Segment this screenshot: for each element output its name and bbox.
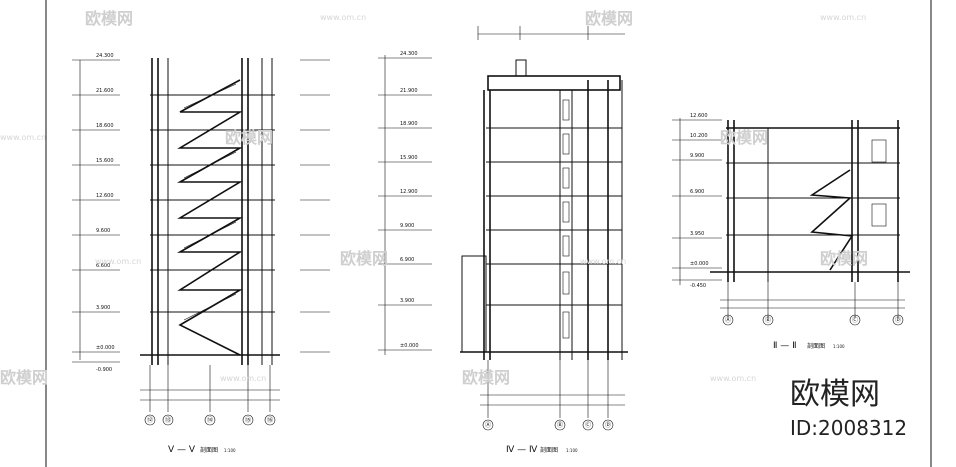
svg-text:欧模网: 欧模网 xyxy=(340,249,388,268)
svg-text:欧模网: 欧模网 xyxy=(225,128,273,147)
svg-text:6.900: 6.900 xyxy=(400,257,414,263)
stair-flights-v xyxy=(176,79,244,356)
svg-text:Ⓑ: Ⓑ xyxy=(557,421,563,429)
svg-text:Ⓐ: Ⓐ xyxy=(725,316,731,324)
section-v-title: V — V 剖面图 1:100 xyxy=(168,445,236,455)
svg-text:剖面图: 剖面图 xyxy=(540,446,558,454)
svg-text:www.om.cn: www.om.cn xyxy=(95,257,141,266)
svg-text:www.om.cn: www.om.cn xyxy=(580,257,626,266)
svg-text:Ⓓ: Ⓓ xyxy=(895,316,901,324)
svg-text:剖面图: 剖面图 xyxy=(807,342,825,350)
svg-text:⑯: ⑯ xyxy=(267,416,273,424)
watermark-layer: 欧模网 www.om.cn 欧模网 www.om.cn 欧模网 欧模网 www.… xyxy=(0,9,868,387)
svg-text:V — V: V — V xyxy=(168,445,196,455)
svg-text:24.300: 24.300 xyxy=(96,53,114,59)
section-iv-axes: Ⓐ Ⓑ Ⓒ Ⓓ xyxy=(482,419,614,431)
svg-text:www.om.cn: www.om.cn xyxy=(220,374,266,383)
section-ii-levels: 12.600 10.200 9.900 6.900 3.950 ±0.000 -… xyxy=(690,113,709,289)
section-iv-title: Ⅳ — Ⅳ 剖面图 1:100 xyxy=(506,445,578,455)
section-iv-levels: 24.300 21.900 18.900 15.900 12.900 9.900… xyxy=(400,51,419,349)
stair-flights-ii xyxy=(809,169,854,271)
svg-text:⑭: ⑭ xyxy=(207,416,213,424)
svg-text:欧模网: 欧模网 xyxy=(0,368,48,387)
svg-text:15.600: 15.600 xyxy=(96,158,114,164)
svg-text:10.200: 10.200 xyxy=(690,133,708,139)
svg-text:-0.900: -0.900 xyxy=(96,367,112,373)
svg-text:6.900: 6.900 xyxy=(690,189,704,195)
section-ii-drawing xyxy=(672,118,910,318)
section-ii-title: Ⅱ — Ⅱ 剖面图 1:100 xyxy=(773,341,845,351)
svg-text:6.600: 6.600 xyxy=(96,263,110,269)
section-v-axes: ⑫ ⑬ ⑭ ⑮ ⑯ xyxy=(144,414,276,426)
svg-text:12.600: 12.600 xyxy=(690,113,708,119)
svg-text:欧模网: 欧模网 xyxy=(720,128,768,147)
svg-text:18.900: 18.900 xyxy=(400,121,418,127)
svg-text:1:100: 1:100 xyxy=(833,344,845,349)
svg-text:Ⓒ: Ⓒ xyxy=(852,316,858,324)
svg-text:www.om.cn: www.om.cn xyxy=(0,133,46,142)
svg-text:⑫: ⑫ xyxy=(147,416,153,424)
svg-text:欧模网: 欧模网 xyxy=(820,249,868,268)
brand-name: 欧模网 xyxy=(790,377,880,412)
svg-text:±0.000: ±0.000 xyxy=(690,261,709,267)
section-ii-axes: Ⓐ Ⓑ Ⓒ Ⓓ xyxy=(722,314,904,326)
svg-text:Ⅳ — Ⅳ: Ⅳ — Ⅳ xyxy=(506,445,538,455)
svg-text:24.300: 24.300 xyxy=(400,51,418,57)
svg-text:-0.450: -0.450 xyxy=(690,283,706,289)
svg-text:Ⓐ: Ⓐ xyxy=(485,421,491,429)
svg-text:Ⓑ: Ⓑ xyxy=(765,316,771,324)
svg-text:1:100: 1:100 xyxy=(224,448,236,453)
svg-text:12.900: 12.900 xyxy=(400,189,418,195)
svg-text:欧模网: 欧模网 xyxy=(585,9,633,28)
section-v-levels: 24.300 21.600 18.600 15.600 12.600 9.600… xyxy=(96,53,115,373)
section-v-drawing xyxy=(72,58,330,412)
svg-text:±0.000: ±0.000 xyxy=(400,343,419,349)
svg-text:Ⓒ: Ⓒ xyxy=(585,421,591,429)
svg-text:www.om.cn: www.om.cn xyxy=(710,374,756,383)
svg-text:15.900: 15.900 xyxy=(400,155,418,161)
svg-text:3.900: 3.900 xyxy=(96,305,110,311)
brand-id: ID:2008312 xyxy=(790,416,907,440)
svg-text:www.om.cn: www.om.cn xyxy=(320,13,366,22)
section-iv-drawing xyxy=(378,26,628,418)
svg-text:18.600: 18.600 xyxy=(96,123,114,129)
svg-text:欧模网: 欧模网 xyxy=(462,368,510,387)
svg-text:剖面图: 剖面图 xyxy=(200,446,218,454)
svg-text:1:100: 1:100 xyxy=(566,448,578,453)
svg-text:3.950: 3.950 xyxy=(690,231,704,237)
svg-text:⑮: ⑮ xyxy=(245,416,251,424)
svg-text:www.om.cn: www.om.cn xyxy=(820,13,866,22)
svg-text:⑬: ⑬ xyxy=(165,416,171,424)
svg-text:Ⓓ: Ⓓ xyxy=(605,421,611,429)
brand-block: 欧模网 ID:2008312 xyxy=(790,377,907,440)
svg-text:3.900: 3.900 xyxy=(400,298,414,304)
svg-text:9.900: 9.900 xyxy=(400,223,414,229)
svg-text:12.600: 12.600 xyxy=(96,193,114,199)
svg-text:欧模网: 欧模网 xyxy=(85,9,133,28)
svg-text:9.600: 9.600 xyxy=(96,228,110,234)
svg-text:Ⅱ — Ⅱ: Ⅱ — Ⅱ xyxy=(773,341,797,351)
svg-text:9.900: 9.900 xyxy=(690,153,704,159)
svg-text:21.900: 21.900 xyxy=(400,88,418,94)
svg-text:21.600: 21.600 xyxy=(96,88,114,94)
svg-text:±0.000: ±0.000 xyxy=(96,345,115,351)
